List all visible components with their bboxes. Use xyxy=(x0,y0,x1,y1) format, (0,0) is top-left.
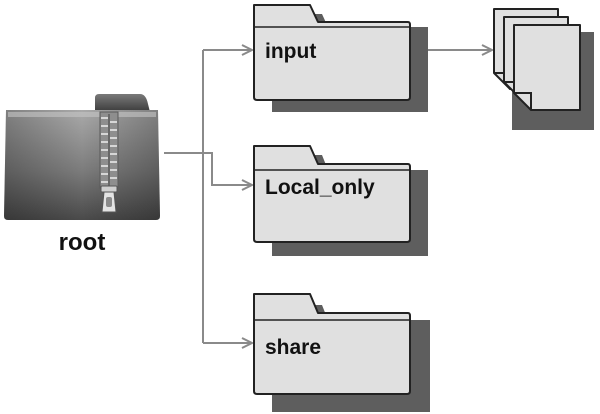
trunk-line xyxy=(164,50,204,343)
zipper xyxy=(99,111,119,213)
folder-label: share xyxy=(265,336,321,359)
folder-label: input xyxy=(265,40,316,63)
file-page-front xyxy=(513,24,581,111)
folder-input[interactable]: input xyxy=(253,4,428,112)
arrow-to-local-only xyxy=(203,152,252,185)
root-label: root xyxy=(59,229,106,256)
folder-share[interactable]: share xyxy=(253,293,430,412)
folder-local-only[interactable]: Local_only xyxy=(253,145,428,256)
folder-icon xyxy=(253,4,411,101)
folder-icon xyxy=(253,293,411,395)
folder-label: Local_only xyxy=(265,176,375,199)
file-stack-icon xyxy=(493,8,594,130)
zip-folder-icon xyxy=(4,94,160,220)
